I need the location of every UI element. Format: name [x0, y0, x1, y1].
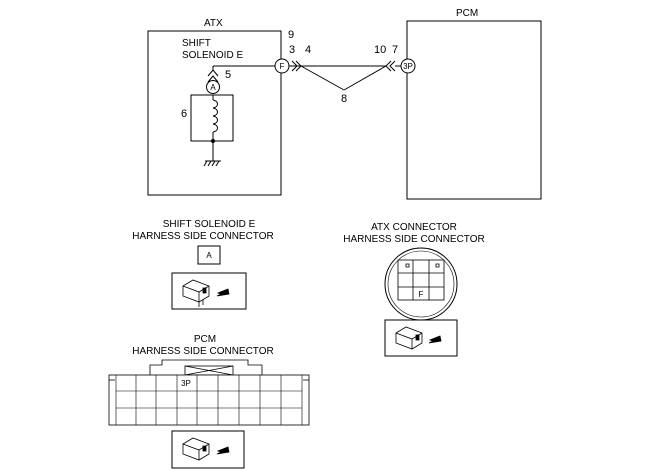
solenoid-connector-title-1: SHIFT SOLENOID E: [163, 219, 256, 230]
solenoid-terminal-box: [197, 245, 221, 265]
atx-connector-grid: [397, 259, 445, 301]
solenoid-label-line2: SOLENOID E: [182, 50, 243, 61]
callout-10: 10: [374, 44, 386, 56]
atx-connector-body: [384, 247, 458, 321]
solenoid-connector-marker: [206, 80, 220, 94]
atx-connector-marker: [274, 58, 290, 74]
atx-connector-title-1: ATX CONNECTOR: [371, 222, 457, 233]
atx-box: [147, 30, 282, 196]
callout-9: 9: [288, 29, 294, 41]
pcm-connector-title-1: PCM: [194, 334, 216, 345]
pcm-label: PCM: [456, 8, 478, 19]
callout-4: 4: [305, 44, 311, 56]
pcm-connector-view-frame: [171, 430, 245, 469]
solenoid-circuit: [190, 65, 281, 167]
pcm-connector-terminal-label: 3P: [181, 379, 191, 388]
pcm-box: [406, 20, 542, 200]
pcm-connector-marker-label: 3P: [403, 62, 413, 71]
solenoid-connector-marker-label: A: [210, 83, 216, 92]
solenoid-connector-title-2: HARNESS SIDE CONNECTOR: [132, 231, 274, 242]
callout-5: 5: [225, 69, 231, 81]
solenoid-ground-junction: [211, 139, 215, 143]
solenoid-terminal-label: A: [206, 251, 212, 260]
atx-label: ATX: [204, 18, 223, 29]
callouts: 9 3 4 10 7 5 6 8: [181, 29, 398, 120]
atx-connector-marker-label: F: [280, 62, 285, 71]
solenoid-connector-plug-icon: [182, 279, 230, 307]
atx-connector-terminal-label: F: [419, 290, 424, 299]
pcm-connector-body: [108, 359, 310, 426]
pcm-connector-grid: [115, 375, 303, 425]
harness-wiring: [288, 60, 401, 91]
atx-connector-body-inner: [387, 250, 455, 318]
pcm-connector-marker: [400, 58, 416, 74]
callout-8: 8: [341, 93, 347, 105]
atx-connector-view-frame: [384, 319, 458, 357]
solenoid-label-line1: SHIFT: [182, 38, 211, 49]
callout-3: 3: [289, 44, 295, 56]
callout-7: 7: [392, 44, 398, 56]
callout-6: 6: [181, 108, 187, 120]
atx-connector-title-2: HARNESS SIDE CONNECTOR: [343, 234, 485, 245]
atx-connector-plug-icon: [395, 326, 442, 350]
pcm-connector-plug-icon: [182, 437, 230, 461]
pcm-connector-title-2: HARNESS SIDE CONNECTOR: [132, 346, 274, 357]
